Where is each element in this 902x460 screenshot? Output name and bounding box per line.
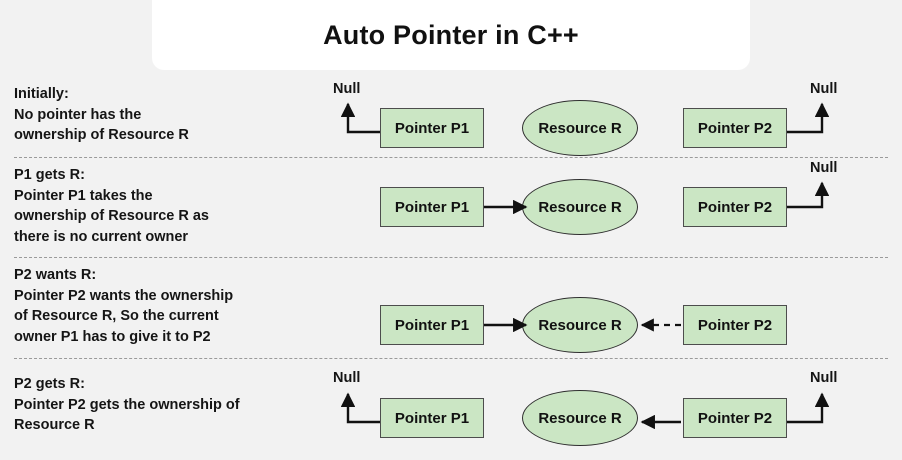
row-p2-wants-r: P2 wants R: Pointer P2 wants the ownersh… — [0, 259, 902, 359]
row-separator-2 — [14, 257, 888, 258]
row-p2-wants-r-resource-r[interactable]: Resource R — [522, 297, 638, 353]
row-initially-p2-null-label: Null — [810, 81, 838, 97]
row-separator-1 — [14, 157, 888, 158]
row-initially-line-2: No pointer has the — [14, 106, 142, 123]
row-p2-gets-r: P2 gets R: Pointer P2 gets the ownership… — [0, 362, 902, 460]
row-p1-gets-r-pointer-p1[interactable]: Pointer P1 — [380, 187, 484, 227]
row-initially-resource-r[interactable]: Resource R — [522, 100, 638, 156]
row-p1-gets-r-diagram: Pointer P1 Resource R Pointer P2 Null — [320, 160, 902, 257]
page-title: Auto Pointer in C++ — [323, 19, 579, 50]
row-p1-gets-r-line-4: there is no current owner — [14, 228, 189, 245]
row-p2-wants-r-diagram: Pointer P1 Resource R Pointer P2 — [320, 259, 902, 358]
row-p2-gets-r-pointer-p1[interactable]: Pointer P1 — [380, 398, 484, 438]
row-p1-gets-r-resource-r[interactable]: Resource R — [522, 179, 638, 235]
row-initially: Initially: No pointer has the ownership … — [0, 78, 902, 158]
row-p2-wants-r-pointer-p2[interactable]: Pointer P2 — [683, 305, 787, 345]
row-p1-gets-r-line-2: Pointer P1 takes the — [14, 187, 153, 204]
row-p2-gets-r-line-1: P2 gets R: — [14, 376, 85, 392]
row-p2-gets-r-p2-null-label: Null — [810, 370, 838, 386]
row-initially-pointer-p1[interactable]: Pointer P1 — [380, 108, 484, 148]
row-p2-gets-r-diagram: Null Pointer P1 Resource R Pointer P2 Nu… — [320, 362, 902, 460]
row-p2-wants-r-pointer-p1[interactable]: Pointer P1 — [380, 305, 484, 345]
row-p2-wants-r-line-3: of Resource R, So the current — [14, 308, 219, 325]
row-p1-gets-r-pointer-p2[interactable]: Pointer P2 — [683, 187, 787, 227]
row-p1-gets-r-line-3: ownership of Resource R as — [14, 208, 209, 225]
row-initially-p2-null-arrow — [787, 102, 830, 134]
row-p2-gets-r-pointer-p2[interactable]: Pointer P2 — [683, 398, 787, 438]
row-p2-gets-r-p2-null-arrow — [787, 392, 830, 424]
row-p2-wants-r-line-1: P2 wants R: — [14, 267, 97, 283]
row-p1-gets-r-description: P1 gets R: Pointer P1 takes the ownershi… — [14, 165, 324, 247]
row-p2-gets-r-p1-null-label: Null — [333, 370, 361, 386]
row-initially-diagram: Null Pointer P1 Resource R Pointer P2 Nu… — [320, 78, 902, 158]
row-p1-gets-r-p2-null-arrow — [787, 181, 830, 209]
row-p2-gets-r-line-3: Resource R — [14, 417, 95, 434]
row-p2-wants-r-line-2: Pointer P2 wants the ownership — [14, 287, 234, 304]
title-banner: Auto Pointer in C++ — [152, 0, 750, 70]
row-p2-gets-r-p1-null-arrow — [340, 392, 380, 424]
row-initially-description: Initially: No pointer has the ownership … — [14, 84, 324, 146]
row-p1-gets-r: P1 gets R: Pointer P1 takes the ownershi… — [0, 160, 902, 258]
row-p2-gets-r-line-2: Pointer P2 gets the ownership of — [14, 396, 240, 413]
row-initially-line-3: ownership of Resource R — [14, 127, 189, 144]
row-p2-gets-r-description: P2 gets R: Pointer P2 gets the ownership… — [14, 374, 324, 436]
row-p1-gets-r-line-1: P1 gets R: — [14, 167, 85, 183]
row-p2-wants-r-description: P2 wants R: Pointer P2 wants the ownersh… — [14, 265, 324, 347]
row-initially-p1-null-label: Null — [333, 81, 361, 97]
row-initially-line-1: Initially: — [14, 86, 69, 102]
row-initially-pointer-p2[interactable]: Pointer P2 — [683, 108, 787, 148]
row-p1-gets-r-p2-null-label: Null — [810, 160, 838, 176]
row-p2-gets-r-resource-r[interactable]: Resource R — [522, 390, 638, 446]
row-p2-wants-r-line-4: owner P1 has to give it to P2 — [14, 328, 211, 345]
row-separator-3 — [14, 358, 888, 359]
row-initially-p1-null-arrow — [340, 102, 380, 134]
